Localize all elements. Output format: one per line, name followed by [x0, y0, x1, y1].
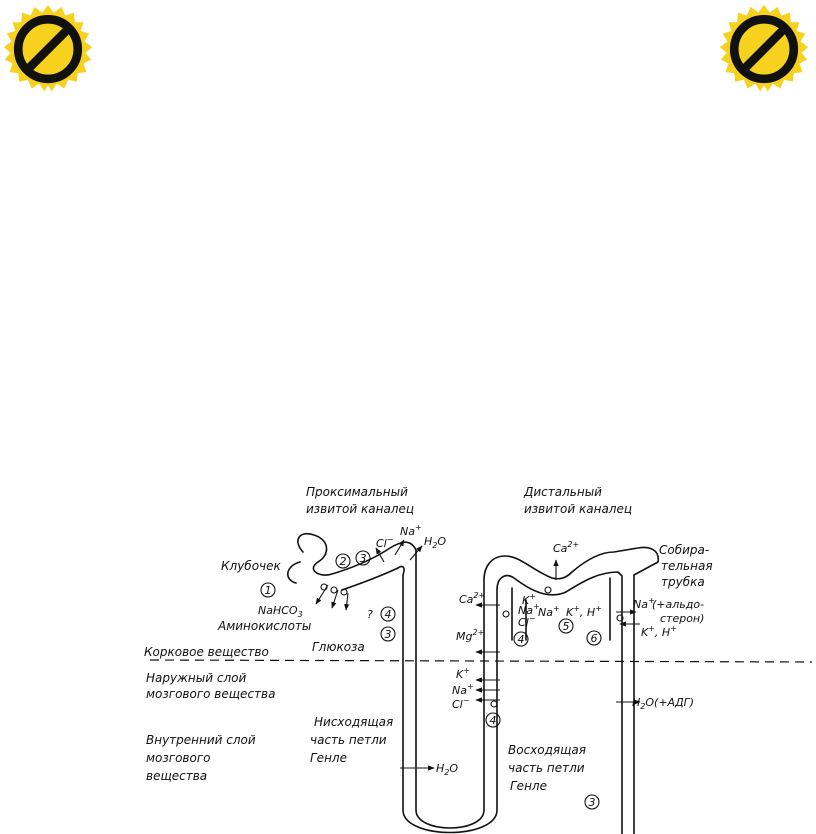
svg-text:3: 3: [589, 796, 596, 809]
no-entry-sign-icon: [3, 4, 93, 92]
ca-label: Ca2+: [459, 591, 485, 606]
collecting-title: трубка: [661, 575, 705, 589]
cl-label: Cl−: [376, 535, 393, 550]
svg-text:3: 3: [360, 552, 367, 565]
k-h-label: K+, H+: [566, 604, 602, 619]
aldosterone-label: стерон): [660, 612, 704, 625]
distal-title: Дистальный: [523, 485, 602, 499]
svg-text:1: 1: [265, 584, 272, 597]
distal-inner: [511, 587, 527, 641]
h2o-label: H2O: [424, 535, 446, 550]
number-circle: 3: [584, 794, 600, 810]
cortex-boundary: [149, 659, 813, 663]
h2o-adh-label: H2O(+АДГ): [632, 696, 694, 711]
inner-medulla-label: мозгового: [146, 751, 210, 765]
descending-title: Нисходящая: [314, 715, 393, 729]
descending-title: часть петли: [310, 733, 387, 747]
cl-label: Cl−: [518, 614, 535, 629]
h2o-label: H2O: [436, 762, 458, 777]
outer-medulla-label: мозгового вещества: [146, 687, 275, 701]
svg-text:2: 2: [340, 555, 347, 568]
k-label: K+: [456, 666, 470, 681]
number-circle: 6: [586, 630, 602, 646]
ca-label: Ca2+: [553, 540, 579, 555]
k-label: K+: [522, 592, 536, 607]
number-circle: 3: [380, 626, 396, 642]
k-h-label: K+, H+: [641, 624, 677, 639]
svg-text:6: 6: [591, 632, 598, 645]
number-circle: 2: [335, 553, 351, 569]
proximal-title: Проксимальный: [306, 485, 408, 499]
svg-text:4: 4: [490, 714, 497, 727]
nahco3-label: NaHCO3: [258, 604, 303, 619]
question-mark: ?: [367, 608, 373, 621]
cl-label: Cl−: [452, 696, 469, 711]
outer-medulla-label: Наружный слой: [146, 671, 246, 685]
collecting-title: Собира-: [659, 543, 709, 557]
amino-acids-label: Аминокислоты: [217, 619, 311, 633]
no-entry-sign-icon: [719, 4, 809, 92]
svg-text:3: 3: [385, 628, 392, 641]
number-circle: 4: [380, 606, 396, 622]
number-circle: 1: [260, 582, 276, 598]
mg-label: Mg2+: [456, 628, 484, 643]
svg-text:4: 4: [518, 633, 525, 646]
na-label: Na+: [452, 682, 474, 697]
na-label: Na+: [538, 604, 560, 619]
na-label: Na+: [633, 596, 655, 611]
number-circle: 5: [558, 618, 574, 634]
glomerulus-label: Клубочек: [221, 559, 282, 573]
glucose-label: Глюкоза: [312, 640, 365, 654]
cortex-label: Корковое вещество: [144, 645, 269, 659]
collecting-title: тельная: [661, 559, 713, 573]
inner-medulla-label: вещества: [146, 769, 207, 783]
nephron-tubule-inner: [287, 561, 623, 834]
nephron-tubule: [297, 533, 660, 834]
ascending-title: Восходящая: [508, 743, 586, 757]
proximal-title: извитой каналец: [306, 502, 414, 516]
distal-title: извитой каналец: [524, 502, 632, 516]
number-circle: 4: [513, 631, 529, 647]
number-circle: 3: [355, 550, 371, 566]
svg-text:5: 5: [563, 620, 570, 633]
aldosterone-label: (+альдо-: [652, 598, 704, 611]
inner-medulla-label: Внутренний слой: [146, 733, 256, 747]
na-label: Na+: [400, 523, 422, 538]
descending-title: Генле: [310, 751, 347, 765]
svg-text:4: 4: [385, 608, 392, 621]
ascending-title: часть петли: [508, 761, 585, 775]
na-label: Na+: [518, 602, 540, 617]
ascending-title: Генле: [510, 779, 547, 793]
number-circle: 4: [485, 712, 501, 728]
